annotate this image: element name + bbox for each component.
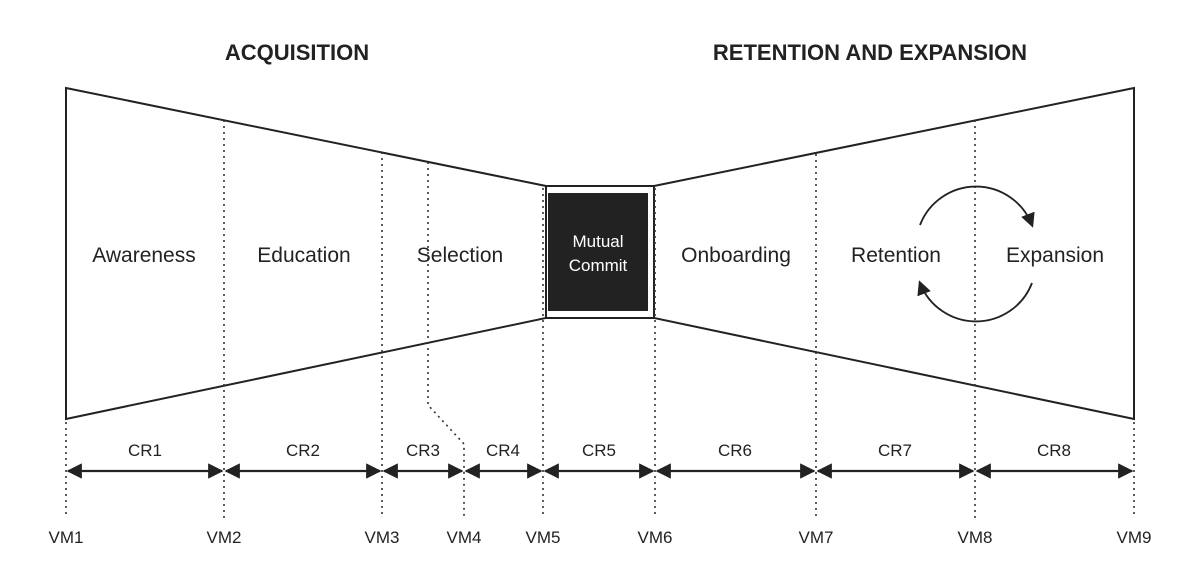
retention-expansion-title: RETENTION AND EXPANSION [713, 40, 1027, 65]
stage-onboarding: Onboarding [681, 244, 791, 267]
mutual-commit-line1: Mutual [572, 232, 623, 251]
cr1-label: CR1 [128, 441, 162, 460]
stage-education: Education [257, 244, 350, 267]
vm3-label: VM3 [365, 528, 400, 547]
mutual-commit-line2: Commit [569, 256, 628, 275]
stage-selection: Selection [417, 244, 503, 267]
vm5-label: VM5 [526, 528, 561, 547]
mutual-commit-box [548, 193, 648, 311]
cycle-arrow-bottom-icon [917, 280, 1033, 323]
vm2-label: VM2 [207, 528, 242, 547]
stage-expansion: Expansion [1006, 244, 1104, 267]
cr2-label: CR2 [286, 441, 320, 460]
vm7-label: VM7 [799, 528, 834, 547]
cr5-label: CR5 [582, 441, 616, 460]
stage-awareness: Awareness [92, 244, 196, 267]
cr8-label: CR8 [1037, 441, 1071, 460]
vm1-label: VM1 [49, 528, 84, 547]
stage-retention: Retention [851, 244, 941, 267]
retention-funnel-outline [653, 86, 1135, 421]
cr7-label: CR7 [878, 441, 912, 460]
acquisition-title: ACQUISITION [225, 40, 369, 65]
vm4-label: VM4 [447, 528, 482, 547]
vm6-label: VM6 [638, 528, 673, 547]
vm8-label: VM8 [958, 528, 993, 547]
vm9-label: VM9 [1117, 528, 1152, 547]
divider-vm4 [427, 162, 465, 518]
cr4-label: CR4 [486, 441, 520, 460]
cycle-arrow-top-icon [919, 185, 1035, 228]
cr3-label: CR3 [406, 441, 440, 460]
cr6-label: CR6 [718, 441, 752, 460]
